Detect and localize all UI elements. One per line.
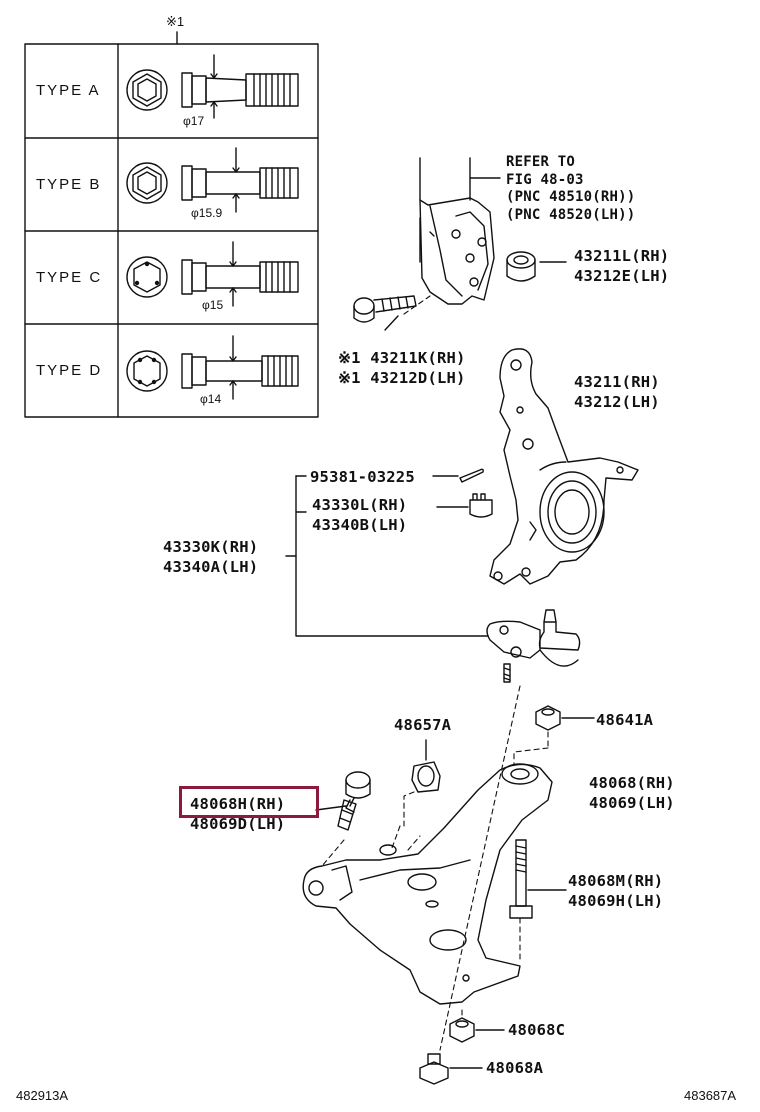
bolt-type-b-icon	[126, 147, 299, 213]
lower-control-arm-icon	[302, 763, 553, 1005]
leader-43330k	[285, 475, 489, 637]
bolt-type-c-icon	[126, 241, 299, 307]
part-label-48068a: 48068A	[486, 1059, 544, 1077]
part-label-48068: 48068(RH)48069(LH)	[589, 774, 675, 812]
type-c-label: TYPE C	[36, 269, 103, 286]
bolt-48068a-icon	[419, 1053, 483, 1085]
bolt-type-table	[24, 31, 319, 418]
castle-nut-icon	[436, 493, 493, 518]
type-a-label: TYPE A	[36, 82, 101, 99]
footer-code-right: 483687A	[684, 1088, 737, 1103]
type-b-diameter: φ15.9	[191, 206, 223, 220]
bolt-type-d-icon	[126, 335, 299, 400]
part-label-48068m: 48068M(RH)48069H(LH)	[568, 872, 664, 910]
nut-43211l-icon	[506, 251, 567, 282]
nut-48641a-icon	[535, 705, 595, 731]
type-b-label: TYPE B	[36, 176, 102, 193]
strut-assembly-icon	[419, 157, 501, 305]
type-a-diameter: φ17	[183, 114, 205, 128]
bolt-type-a-icon	[126, 54, 299, 119]
part-label-95381: 95381-03225	[310, 468, 415, 486]
type-d-label: TYPE D	[36, 362, 103, 379]
part-label-43330k: 43330K(RH)43340A(LH)	[163, 538, 259, 576]
bushing-48657a-icon	[411, 739, 441, 793]
part-label-43211k: ※1 43211K(RH)※1 43212D(LH)	[338, 349, 466, 387]
highlight-box-48068h[interactable]	[179, 786, 319, 818]
part-label-48068h: 48068H(RH)48069D(LH)	[190, 795, 286, 833]
part-label-43211: 43211(RH)43212(LH)	[574, 373, 660, 411]
type-c-diameter: φ15	[202, 298, 224, 312]
note-mark: ※1	[166, 14, 185, 29]
part-label-48657a: 48657A	[394, 716, 452, 734]
steering-knuckle-icon	[489, 348, 639, 585]
footer-code-left: 482913A	[16, 1088, 69, 1103]
cam-bolt-43211k-icon	[353, 295, 417, 331]
ball-joint-icon	[486, 609, 581, 683]
assembly-dashed-lines	[321, 295, 549, 1051]
type-d-diameter: φ14	[200, 392, 222, 406]
part-label-43330l: 43330L(RH)43340B(LH)	[312, 496, 408, 534]
cotter-pin-icon	[432, 468, 484, 483]
bolt-48068h-icon	[315, 771, 371, 831]
part-label-48641a: 48641A	[596, 711, 654, 729]
bolt-48068m-icon	[509, 839, 567, 919]
part-label-48068c: 48068C	[508, 1021, 566, 1039]
part-label-43211l: 43211L(RH)43212E(LH)	[574, 247, 670, 285]
nut-48068c-icon	[449, 1017, 505, 1043]
